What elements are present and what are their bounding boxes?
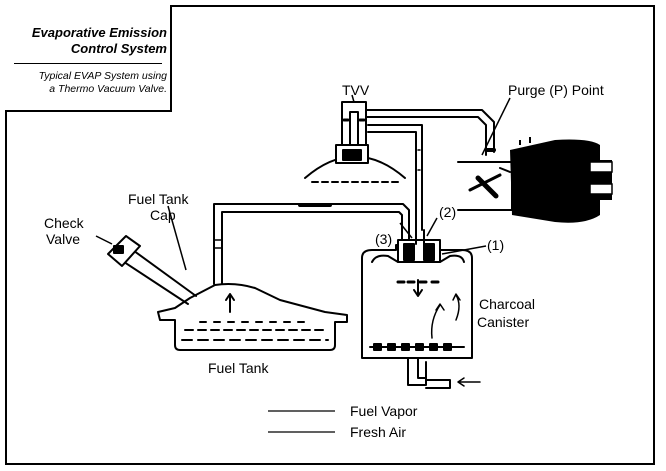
label-port-3: (3) — [375, 231, 393, 247]
leader-port-1 — [441, 245, 487, 255]
legend-fuel-vapor-text: Fuel Vapor — [350, 403, 418, 419]
throttle-housing — [510, 137, 613, 223]
diagram-subtitle-line2: a Thermo Vacuum Valve. — [49, 83, 167, 95]
label-fuel-tank: Fuel Tank — [208, 360, 269, 376]
leader-fuel-tank-cap — [167, 205, 187, 271]
canister-valve — [397, 229, 441, 263]
diagram-title-line1: Evaporative Emission — [31, 25, 167, 40]
leader-port-3 — [399, 222, 413, 239]
leader-port-2 — [426, 217, 438, 237]
label-fuel-tank-cap-line2: Cap — [150, 207, 176, 223]
label-tvv: TVV — [342, 82, 370, 98]
label-port-2: (2) — [439, 204, 457, 220]
charcoal-canister — [361, 244, 481, 389]
label-check-valve-line2: Valve — [46, 231, 80, 247]
leader-check-valve — [95, 235, 113, 245]
diagram-title-line2: Control System — [70, 41, 167, 56]
label-fuel-tank-cap-line1: Fuel Tank — [128, 191, 189, 207]
label-port-1: (1) — [487, 237, 505, 253]
fuel-tank — [157, 283, 348, 351]
caption-divider — [14, 63, 162, 64]
leader-tvv — [351, 94, 355, 103]
diagram-frame — [5, 5, 655, 465]
tvv-purge-line — [365, 109, 496, 156]
tank-vapor-arrow — [225, 293, 235, 313]
tvv-canister-line — [367, 124, 423, 231]
leader-purge-point — [481, 97, 511, 156]
label-charcoal: Charcoal — [479, 296, 536, 312]
tvv-valve — [304, 101, 406, 183]
label-canister: Canister — [477, 314, 530, 330]
diagram-subtitle-line1: Typical EVAP System using — [38, 70, 167, 82]
purge-point-throttle-body — [457, 161, 513, 211]
caption-box — [5, 5, 172, 112]
label-check-valve-line1: Check — [44, 215, 84, 231]
legend-fresh-air-text: Fresh Air — [350, 424, 407, 440]
label-purge-point: Purge (P) Point — [508, 82, 604, 98]
filler-neck — [107, 235, 197, 305]
